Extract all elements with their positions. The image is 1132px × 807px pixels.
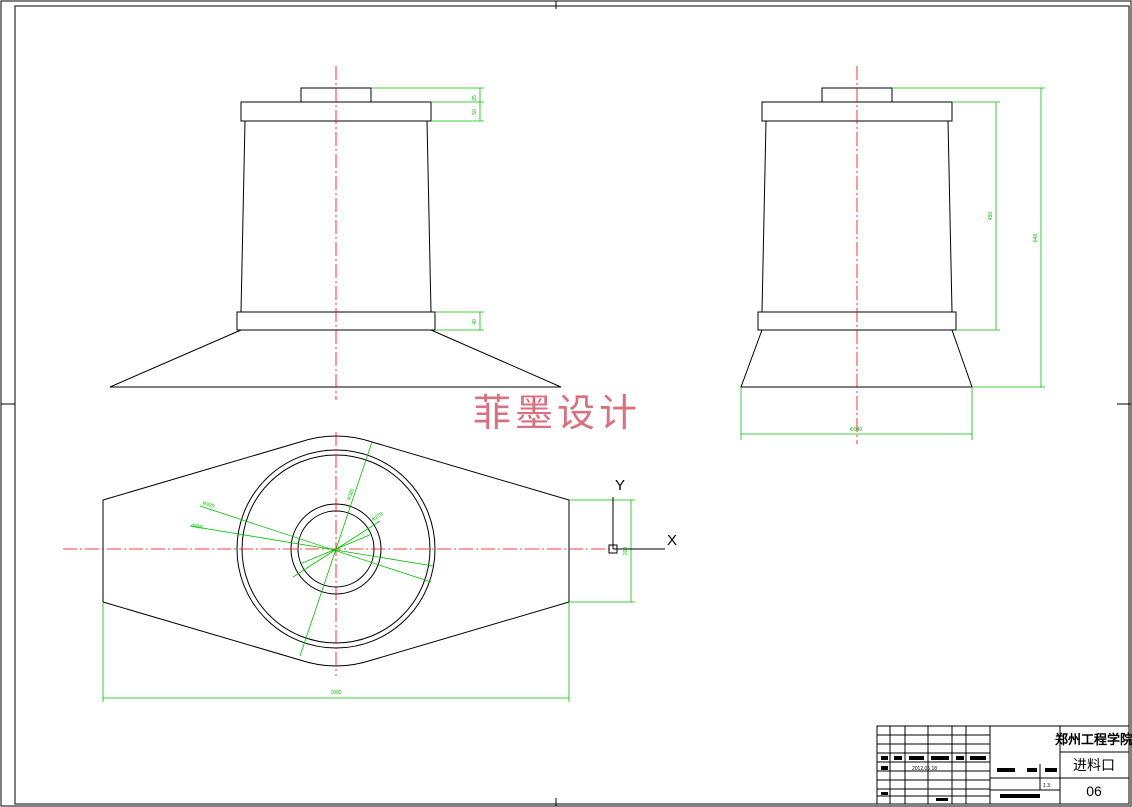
dim-top-height: 200 (623, 547, 629, 556)
dim-side-total: 648 (1033, 234, 1039, 243)
top-dimensions (102, 441, 635, 702)
front-view (109, 87, 562, 388)
dim-side-body: 490 (988, 212, 994, 221)
dim-front-top-2: 50 (472, 109, 478, 115)
front-body-left (240, 120, 246, 313)
title-block-fill-marks (881, 756, 1057, 801)
watermark-text: 菲墨设计 (473, 391, 641, 435)
side-hopper (740, 329, 973, 388)
front-body-right (426, 120, 432, 313)
dim-top-d2: Φ800 (191, 523, 204, 531)
front-hopper (109, 329, 562, 388)
title-block (876, 725, 1130, 805)
side-body-left (761, 120, 767, 313)
front-dimensions (371, 87, 484, 331)
side-dimensions (740, 87, 1045, 440)
title-block-scale: 1 3 (1043, 783, 1050, 789)
side-body-right (947, 120, 953, 313)
side-view (740, 87, 973, 388)
ucs-x-label: X (667, 532, 677, 549)
dim-top-d4: Φ278 (371, 511, 385, 523)
ucs-icon (608, 497, 665, 554)
title-block-part-name: 进料口 (1073, 758, 1115, 774)
dim-top-d1: Φ920 (202, 500, 216, 510)
title-block-drawing-number: 06 (1086, 783, 1102, 799)
dim-front-top-1: 25 (472, 95, 478, 101)
dim-top-width: 1000 (330, 690, 341, 696)
title-block-date: 2012.05.18 (912, 766, 937, 772)
dim-front-flange: 40 (472, 319, 478, 325)
dim-side-base-width: Φ940 (850, 427, 863, 433)
dim-top-d3: Φ380 (346, 488, 356, 502)
title-block-school: 郑州工程学院 (1055, 732, 1132, 748)
ucs-y-label: Y (615, 477, 625, 494)
